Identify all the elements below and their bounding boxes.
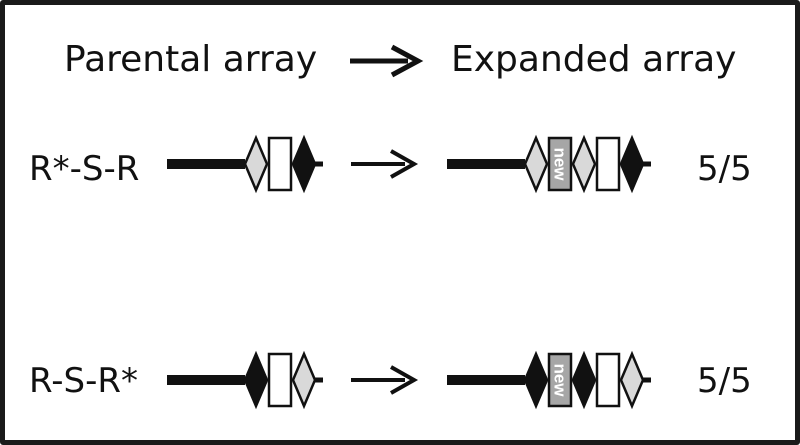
row-2-expanded-spacer-3: [595, 352, 621, 408]
row-1-parental-spacer-1: [267, 136, 293, 192]
row-2-expanded-repeat-gray-4: [619, 350, 645, 410]
row-2-parental-repeat-black-0: [243, 350, 269, 410]
row-1-ratio: 5/5: [697, 149, 752, 189]
row-2-label: R-S-R*: [29, 361, 138, 401]
row-1-expanded-repeat-black-4: [619, 134, 645, 194]
row-2-arrow: [351, 365, 419, 395]
row-1-expanded-spacer-3: [595, 136, 621, 192]
header-parental-array: Parental array: [64, 39, 318, 80]
row-1-expanded-repeat-gray-0: [523, 134, 549, 194]
row-1-expanded-new-spacer-text: new: [551, 147, 570, 181]
row-1-label: R*-S-R: [29, 149, 140, 189]
row-2-expanded-repeat-black-0: [523, 350, 549, 410]
row-2-expanded-new-spacer-1: [547, 352, 573, 408]
row-2-expanded-new-spacer-text: new: [551, 363, 570, 397]
row-2-ratio: 5/5: [697, 361, 752, 401]
row-2-expanded-repeat-black-2: [571, 350, 597, 410]
row-1-parental-repeat-black-2: [291, 134, 317, 194]
row-1-parental-repeat-gray-0: [243, 134, 269, 194]
header-expanded-array: Expanded array: [451, 39, 737, 80]
row-2-parental-spacer-1: [267, 352, 293, 408]
header-arrow: [350, 44, 424, 78]
arrays-layer: new new: [167, 134, 651, 410]
row-1-expanded-repeat-gray-2: [571, 134, 597, 194]
row-2-parental-repeat-gray-2: [291, 350, 317, 410]
row-1-arrow: [351, 149, 419, 179]
row-1-expanded-new-spacer-1: [547, 136, 573, 192]
